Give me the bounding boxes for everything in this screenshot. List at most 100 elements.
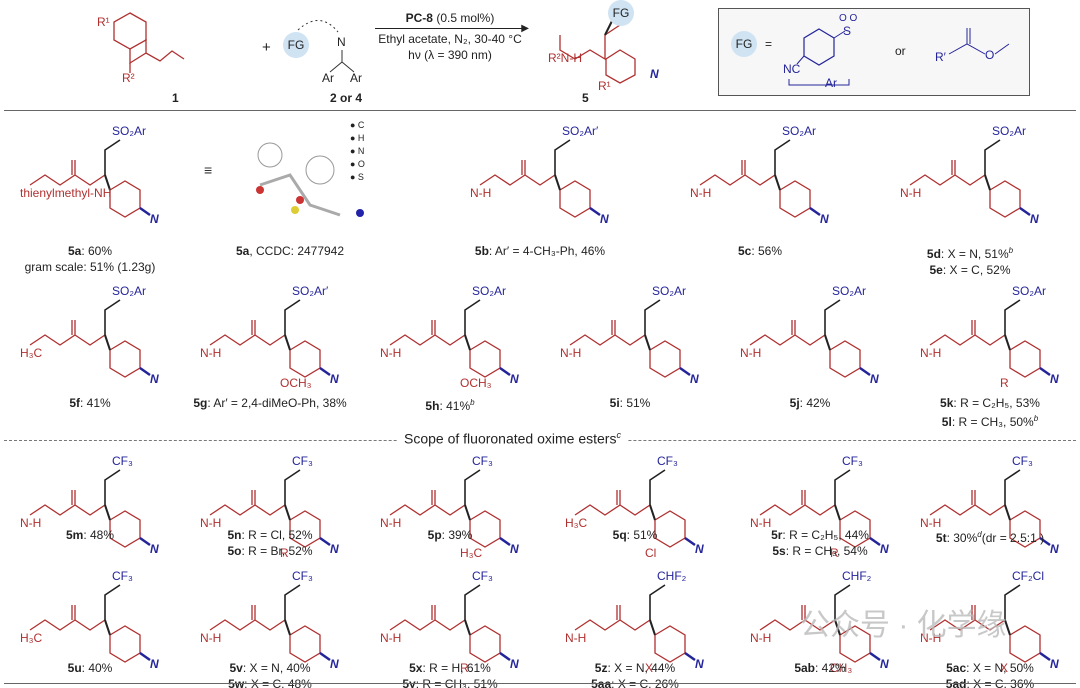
substituent-group: CF₃ bbox=[472, 454, 493, 468]
r2-label: R² bbox=[122, 71, 135, 85]
n-group-label: N bbox=[150, 542, 159, 556]
amine-group: N-H bbox=[920, 346, 942, 360]
n-group-label: N bbox=[690, 372, 699, 386]
compound-id: 5ac bbox=[946, 661, 967, 675]
sulfur-atom: S bbox=[843, 24, 852, 38]
caption-line: 5r: R = C₂H₅, 44% bbox=[730, 527, 910, 543]
caption-line: 5c: 56% bbox=[670, 243, 850, 259]
substituent-group: SO₂Ar bbox=[832, 284, 866, 298]
caption-line: 5n: R = Cl, 52% bbox=[180, 527, 360, 543]
yield-text: : X = N, 50% bbox=[966, 661, 1034, 675]
amine-group: H₃C bbox=[20, 346, 43, 360]
legend-atom-O: ● O bbox=[350, 159, 365, 169]
amine-group: N-H bbox=[470, 186, 492, 200]
compound-id: 5j bbox=[789, 396, 800, 410]
caption-line: 5i: 51% bbox=[540, 395, 720, 411]
yield-text: : 39% bbox=[441, 528, 473, 542]
compound-caption: 5x: R = H, 61%5y: R = CH₃, 51% bbox=[360, 660, 540, 688]
compound-id: 5ad bbox=[945, 677, 967, 688]
compound-id: 5g bbox=[193, 396, 208, 410]
compound-caption: 5g: Ar′ = 2,4-diMeO-Ph, 38% bbox=[180, 395, 360, 411]
compound-id: 5z bbox=[594, 661, 608, 675]
molecule-structure bbox=[929, 299, 1051, 378]
section-title: Scope of fluoronated oxime estersc bbox=[398, 430, 627, 447]
substituent-group: CF₃ bbox=[112, 454, 133, 468]
molecule-structure bbox=[29, 584, 151, 663]
amine-group: N-H bbox=[200, 346, 222, 360]
r1-label: R¹ bbox=[598, 79, 611, 93]
yield-text: : X = C, 52% bbox=[942, 263, 1011, 277]
molecule-structure bbox=[574, 584, 696, 663]
yield-text: , CCDC: 2477942 bbox=[249, 244, 345, 258]
compound-id: 5p bbox=[427, 528, 442, 542]
molecule-structure bbox=[759, 584, 881, 663]
caption-line: 5k: R = C₂H₅, 53% bbox=[900, 395, 1080, 411]
compound-id: 5v bbox=[229, 661, 243, 675]
yield-text: : 51% bbox=[626, 528, 658, 542]
amine-group: N-H bbox=[690, 186, 712, 200]
compound-caption: 5c: 56% bbox=[670, 243, 850, 259]
caption-line: 5l: R = CH₃, 50%b bbox=[900, 411, 1080, 430]
substituent-group: CF₃ bbox=[472, 569, 493, 583]
yield-text: : X = N, 44% bbox=[607, 661, 676, 675]
substituent-group: SO₂Ar bbox=[112, 284, 146, 298]
compound-id: 5l bbox=[941, 415, 952, 429]
ester-oxygen: O bbox=[985, 48, 995, 62]
molecule-structure bbox=[29, 139, 151, 218]
substituent-group: SO₂Ar bbox=[992, 124, 1026, 138]
compound-id: 5o bbox=[227, 544, 242, 558]
compound-id: 5e bbox=[929, 263, 943, 277]
yield-text: : 48% bbox=[83, 528, 115, 542]
r-prime-label: R′ bbox=[935, 50, 946, 64]
n-group-label: N bbox=[600, 212, 609, 226]
amine-group: N-H bbox=[900, 186, 922, 200]
compound-id: 5x bbox=[409, 661, 423, 675]
amine-group: N-H bbox=[740, 346, 762, 360]
amine-group: N-H bbox=[20, 516, 42, 530]
molecule-structure bbox=[209, 584, 331, 663]
compound-caption: 5v: X = N, 40%5w: X = C, 48% bbox=[180, 660, 360, 688]
fg-circle: FG bbox=[283, 32, 309, 58]
r1-label: R¹ bbox=[97, 15, 110, 29]
molecule-structure bbox=[479, 139, 601, 218]
legend-atom-N: ● N bbox=[350, 146, 365, 156]
compound-caption: 5b: Ar′ = 4-CH₃-Ph, 46% bbox=[450, 243, 630, 259]
amine-group: N-H bbox=[920, 516, 942, 530]
compound-id: 5s bbox=[772, 544, 786, 558]
fg-definition-box: FG = O O S NC Ar or R′ O bbox=[718, 8, 1030, 96]
caption-line: 5m: 48% bbox=[0, 527, 180, 543]
compound-caption: 5u: 40% bbox=[0, 660, 180, 676]
footnote-mark: b bbox=[1033, 414, 1039, 423]
yield-text: : R = CH₃, 50% bbox=[951, 415, 1034, 429]
ar-label: Ar bbox=[350, 71, 362, 85]
yield-text: : 42% bbox=[799, 396, 831, 410]
ring-substituent: OCH₃ bbox=[280, 376, 312, 390]
ring-substituent: Cl bbox=[645, 546, 657, 560]
caption-line: 5a: 60% bbox=[0, 243, 180, 259]
caption-line: 5o: R = Br, 52% bbox=[180, 543, 360, 559]
compound-caption: 5p: 39% bbox=[360, 527, 540, 543]
compound-caption: 5q: 51% bbox=[545, 527, 725, 543]
amine-group: N-H bbox=[920, 631, 942, 645]
n-group-label: N bbox=[820, 212, 829, 226]
molecule-structure bbox=[209, 299, 331, 378]
molecule-structure bbox=[29, 299, 151, 378]
n-atom: N bbox=[337, 35, 346, 49]
compound-caption: 5h: 41%b bbox=[360, 395, 540, 414]
compound-id: 5t bbox=[935, 531, 947, 545]
substituent-group: CF₂Cl bbox=[1012, 569, 1044, 583]
caption-line: 5ac: X = N, 50% bbox=[900, 660, 1080, 676]
n-group-label: N bbox=[150, 212, 159, 226]
n-group-label: N bbox=[1050, 542, 1059, 556]
compound-id: 5f bbox=[69, 396, 80, 410]
amine-group: N-H bbox=[200, 631, 222, 645]
caption-line: 5v: X = N, 40% bbox=[180, 660, 360, 676]
n-group-label: N bbox=[1050, 372, 1059, 386]
